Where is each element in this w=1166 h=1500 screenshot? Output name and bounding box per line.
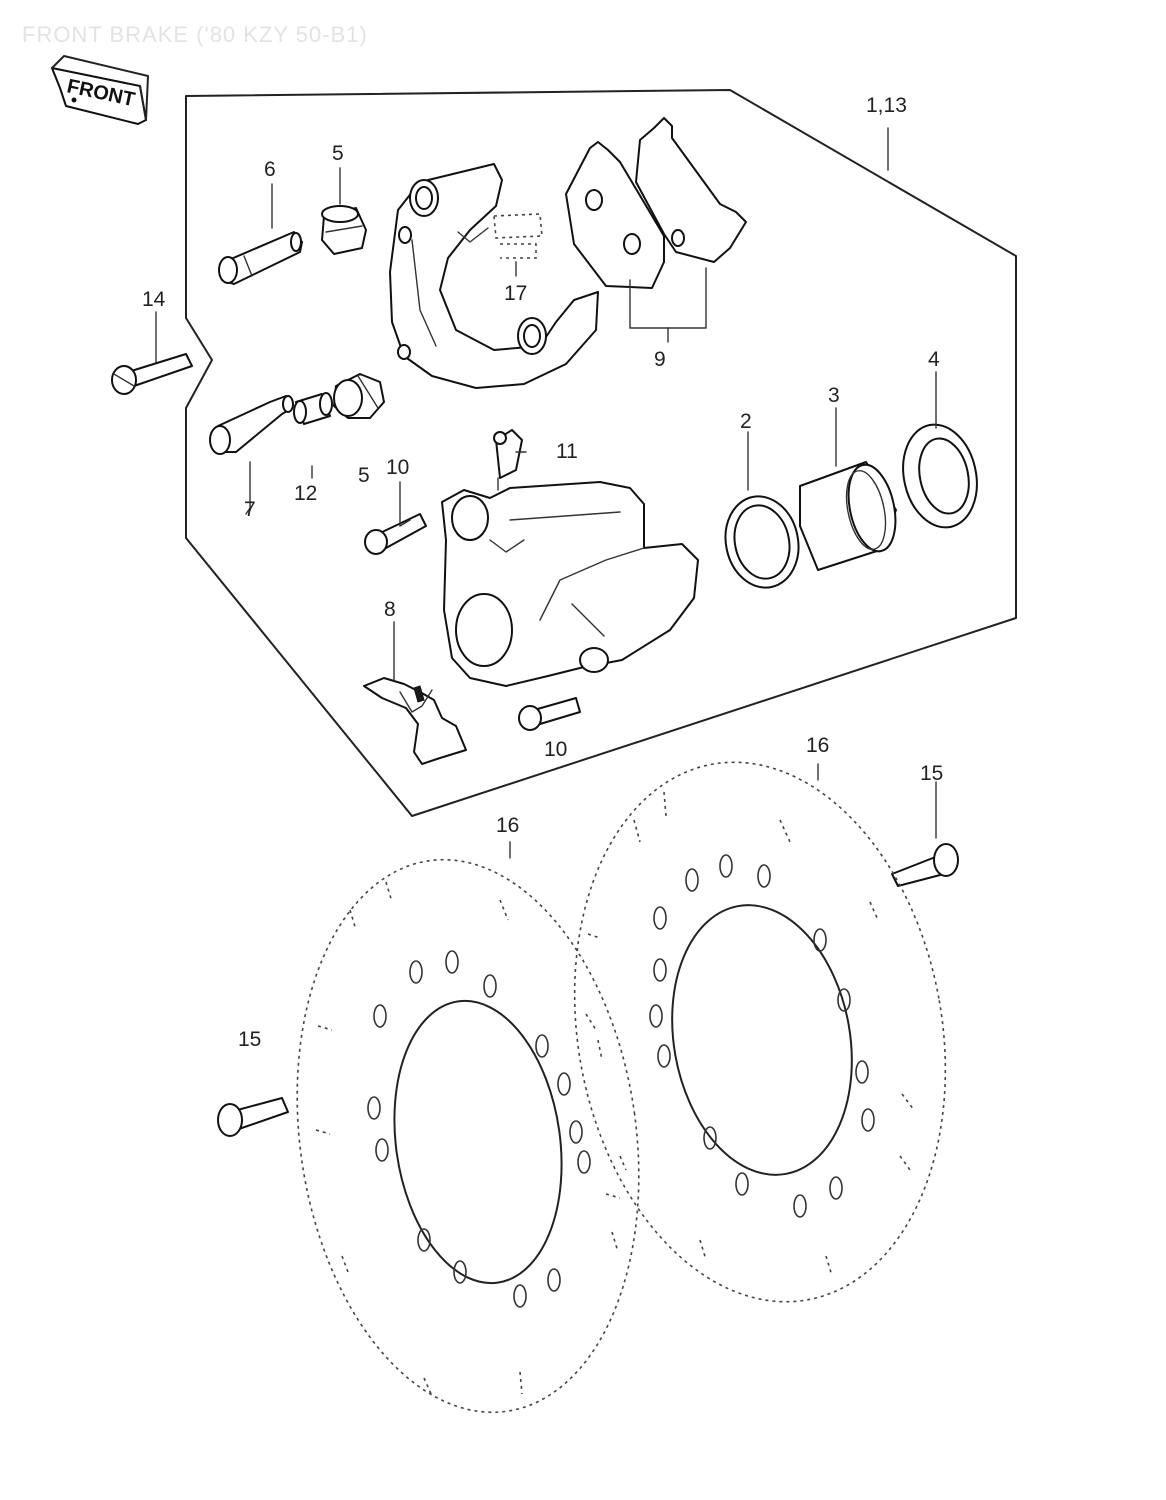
callout-16-right: 16 <box>806 734 829 757</box>
guide-pin-lower-part <box>209 395 294 515</box>
callout-1-13: 1,13 <box>866 94 907 117</box>
callout-15-right: 15 <box>920 762 943 785</box>
brake-pads-part <box>565 117 747 343</box>
diagram-title: FRONT BRAKE ('80 KZY 50-B1) <box>22 22 368 47</box>
callout-12: 12 <box>294 482 317 505</box>
sleeve-part <box>293 392 333 479</box>
callout-8: 8 <box>384 598 396 621</box>
piston-part <box>799 407 897 571</box>
callout-10-lower: 10 <box>544 738 567 761</box>
disc-bolt-left-part <box>217 1097 289 1137</box>
mounting-bolt-part <box>111 353 193 395</box>
boot-upper-part <box>321 205 367 255</box>
disc-bolt-right-part <box>891 781 959 887</box>
caliper-bolt-lower-part <box>518 697 581 731</box>
callout-3: 3 <box>828 384 840 407</box>
pad-spring-part <box>363 621 467 765</box>
brake-disc-left-part <box>296 841 640 1414</box>
callout-15-left: 15 <box>238 1028 261 1051</box>
caliper-assembly-boundary <box>185 89 1017 817</box>
front-direction-badge: FRONT <box>51 55 149 125</box>
callout-10-upper: 10 <box>386 456 409 479</box>
callout-17: 17 <box>504 282 527 305</box>
caliper-holder-bracket <box>389 163 599 389</box>
callout-5-upper: 5 <box>332 142 344 165</box>
anti-rattle-spring-part <box>493 213 543 277</box>
callout-9: 9 <box>654 348 666 371</box>
callout-6: 6 <box>264 158 276 181</box>
bleed-valve-part <box>493 429 523 491</box>
brake-disc-right-part <box>573 761 947 1303</box>
dust-seal-part <box>902 371 978 529</box>
callout-4: 4 <box>928 348 940 371</box>
callout-2: 2 <box>740 410 752 433</box>
caliper-body <box>441 481 699 687</box>
callout-5-lower: 5 <box>358 464 370 487</box>
callout-11: 11 <box>556 440 578 463</box>
guide-pin-part <box>218 231 303 285</box>
boot-lower-part <box>333 373 385 419</box>
callout-14: 14 <box>142 288 166 311</box>
callout-7: 7 <box>244 498 256 521</box>
caliper-bolt-upper-part <box>364 513 427 555</box>
piston-seal-part <box>724 431 800 589</box>
callout-16-left: 16 <box>496 814 519 837</box>
